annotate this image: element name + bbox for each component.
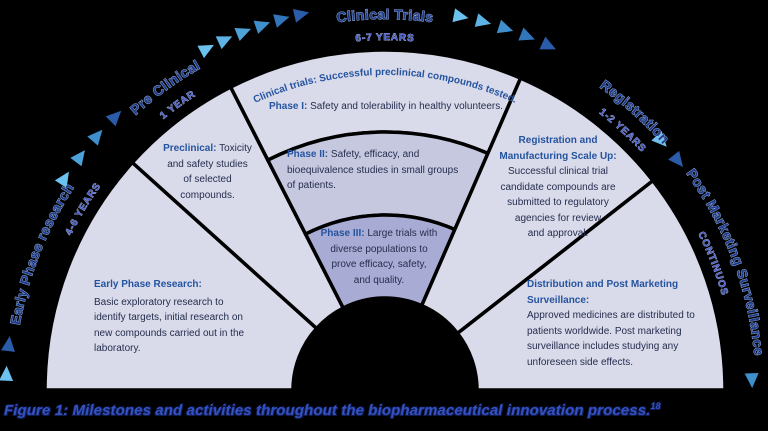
progress-arrow-icon [518, 27, 535, 41]
phase2-body: Safety, efficacy, and bioequivalence stu… [287, 149, 459, 191]
progress-arrow-icon [273, 14, 290, 28]
phase2-heading: Phase II: [287, 149, 329, 160]
progress-arrow-icon [70, 150, 85, 167]
progress-arrow-icon [1, 336, 15, 352]
registration-body: Successful clinical trial candidate comp… [500, 166, 616, 239]
progress-arrow-icon [744, 372, 759, 389]
segment-text-preclinical: Preclinical: Toxicity and safety studies… [150, 141, 265, 203]
distribution-body: Approved medicines are distributed to pa… [527, 310, 695, 368]
segment-text-phase1: Phase I: Safety and tolerability in heal… [250, 99, 522, 115]
preclinical-heading: Preclinical: [163, 143, 217, 154]
progress-arrow-icon [197, 44, 214, 59]
registration-heading: Registration and Manufacturing Scale Up: [499, 135, 617, 162]
segment-text-phase3: Phase III: Large trials with diverse pop… [303, 226, 455, 288]
progress-arrow-icon [474, 13, 492, 27]
arc-duration-clinical-trials: 6-7 YEARS [355, 32, 415, 44]
segments-layer [43, 48, 727, 392]
figure-caption: Figure 1: Milestones and activities thro… [4, 401, 764, 419]
segment-text-registration: Registration and Manufacturing Scale Up:… [483, 133, 633, 242]
progress-arrow-icon [668, 150, 683, 168]
progress-arrow-icon [452, 8, 469, 23]
phase1-heading: Phase I: [268, 101, 308, 112]
phase3-body: Large trials with diverse populations to… [330, 228, 438, 286]
arc-label-clinical-trials: Clinical Trials [336, 6, 435, 25]
segment-text-distribution: Distribution and Post Marketing Surveill… [527, 277, 767, 370]
progress-arrow-icon [496, 19, 514, 34]
progress-arrow-icon [54, 171, 69, 189]
caption-reference-mark: 18 [650, 401, 661, 411]
progress-arrow-icon [215, 36, 233, 50]
progress-arrow-icon [0, 365, 14, 382]
figure-caption-text: Figure 1: Milestones and activities thro… [4, 402, 651, 419]
progress-arrow-icon [539, 36, 556, 50]
progress-arrows-layer [0, 8, 759, 389]
phase3-heading: Phase III: [320, 228, 365, 239]
phase1-body: Safety and tolerability in healthy volun… [310, 101, 504, 112]
early-phase-heading: Early Phase Research: [94, 279, 202, 290]
segment-text-early-phase: Early Phase Research: Basic exploratory … [94, 277, 289, 357]
preclinical-body: Toxicity and safety studies of selected … [167, 143, 252, 201]
segment-registration-wedge [419, 75, 656, 336]
progress-arrow-icon [651, 131, 667, 147]
distribution-heading: Distribution and Post Marketing Surveill… [527, 279, 679, 306]
segment-text-phase2: Phase II: Safety, efficacy, and bioequiv… [287, 147, 532, 194]
progress-arrow-icon [234, 28, 251, 42]
progress-arrow-icon [105, 110, 122, 127]
progress-arrow-icon [87, 129, 103, 146]
progress-arrow-icon [292, 8, 310, 23]
segment-distribution-wedge [455, 178, 727, 392]
progress-arrow-icon [253, 20, 271, 34]
early-phase-body: Basic exploratory research to identify t… [94, 296, 245, 355]
segment-early-phase-wedge [43, 160, 320, 392]
